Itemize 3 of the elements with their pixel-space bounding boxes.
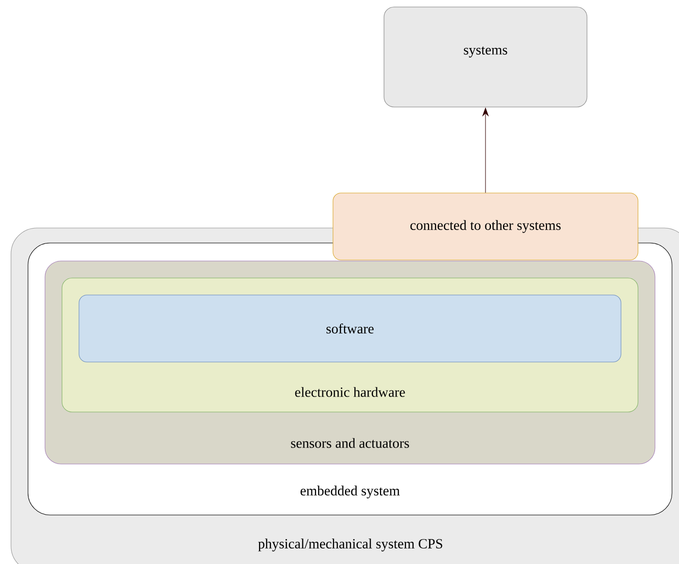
layer-box: software	[78, 294, 622, 362]
system-box: systems	[384, 6, 588, 108]
connection-box: connected to other systems	[332, 192, 638, 260]
